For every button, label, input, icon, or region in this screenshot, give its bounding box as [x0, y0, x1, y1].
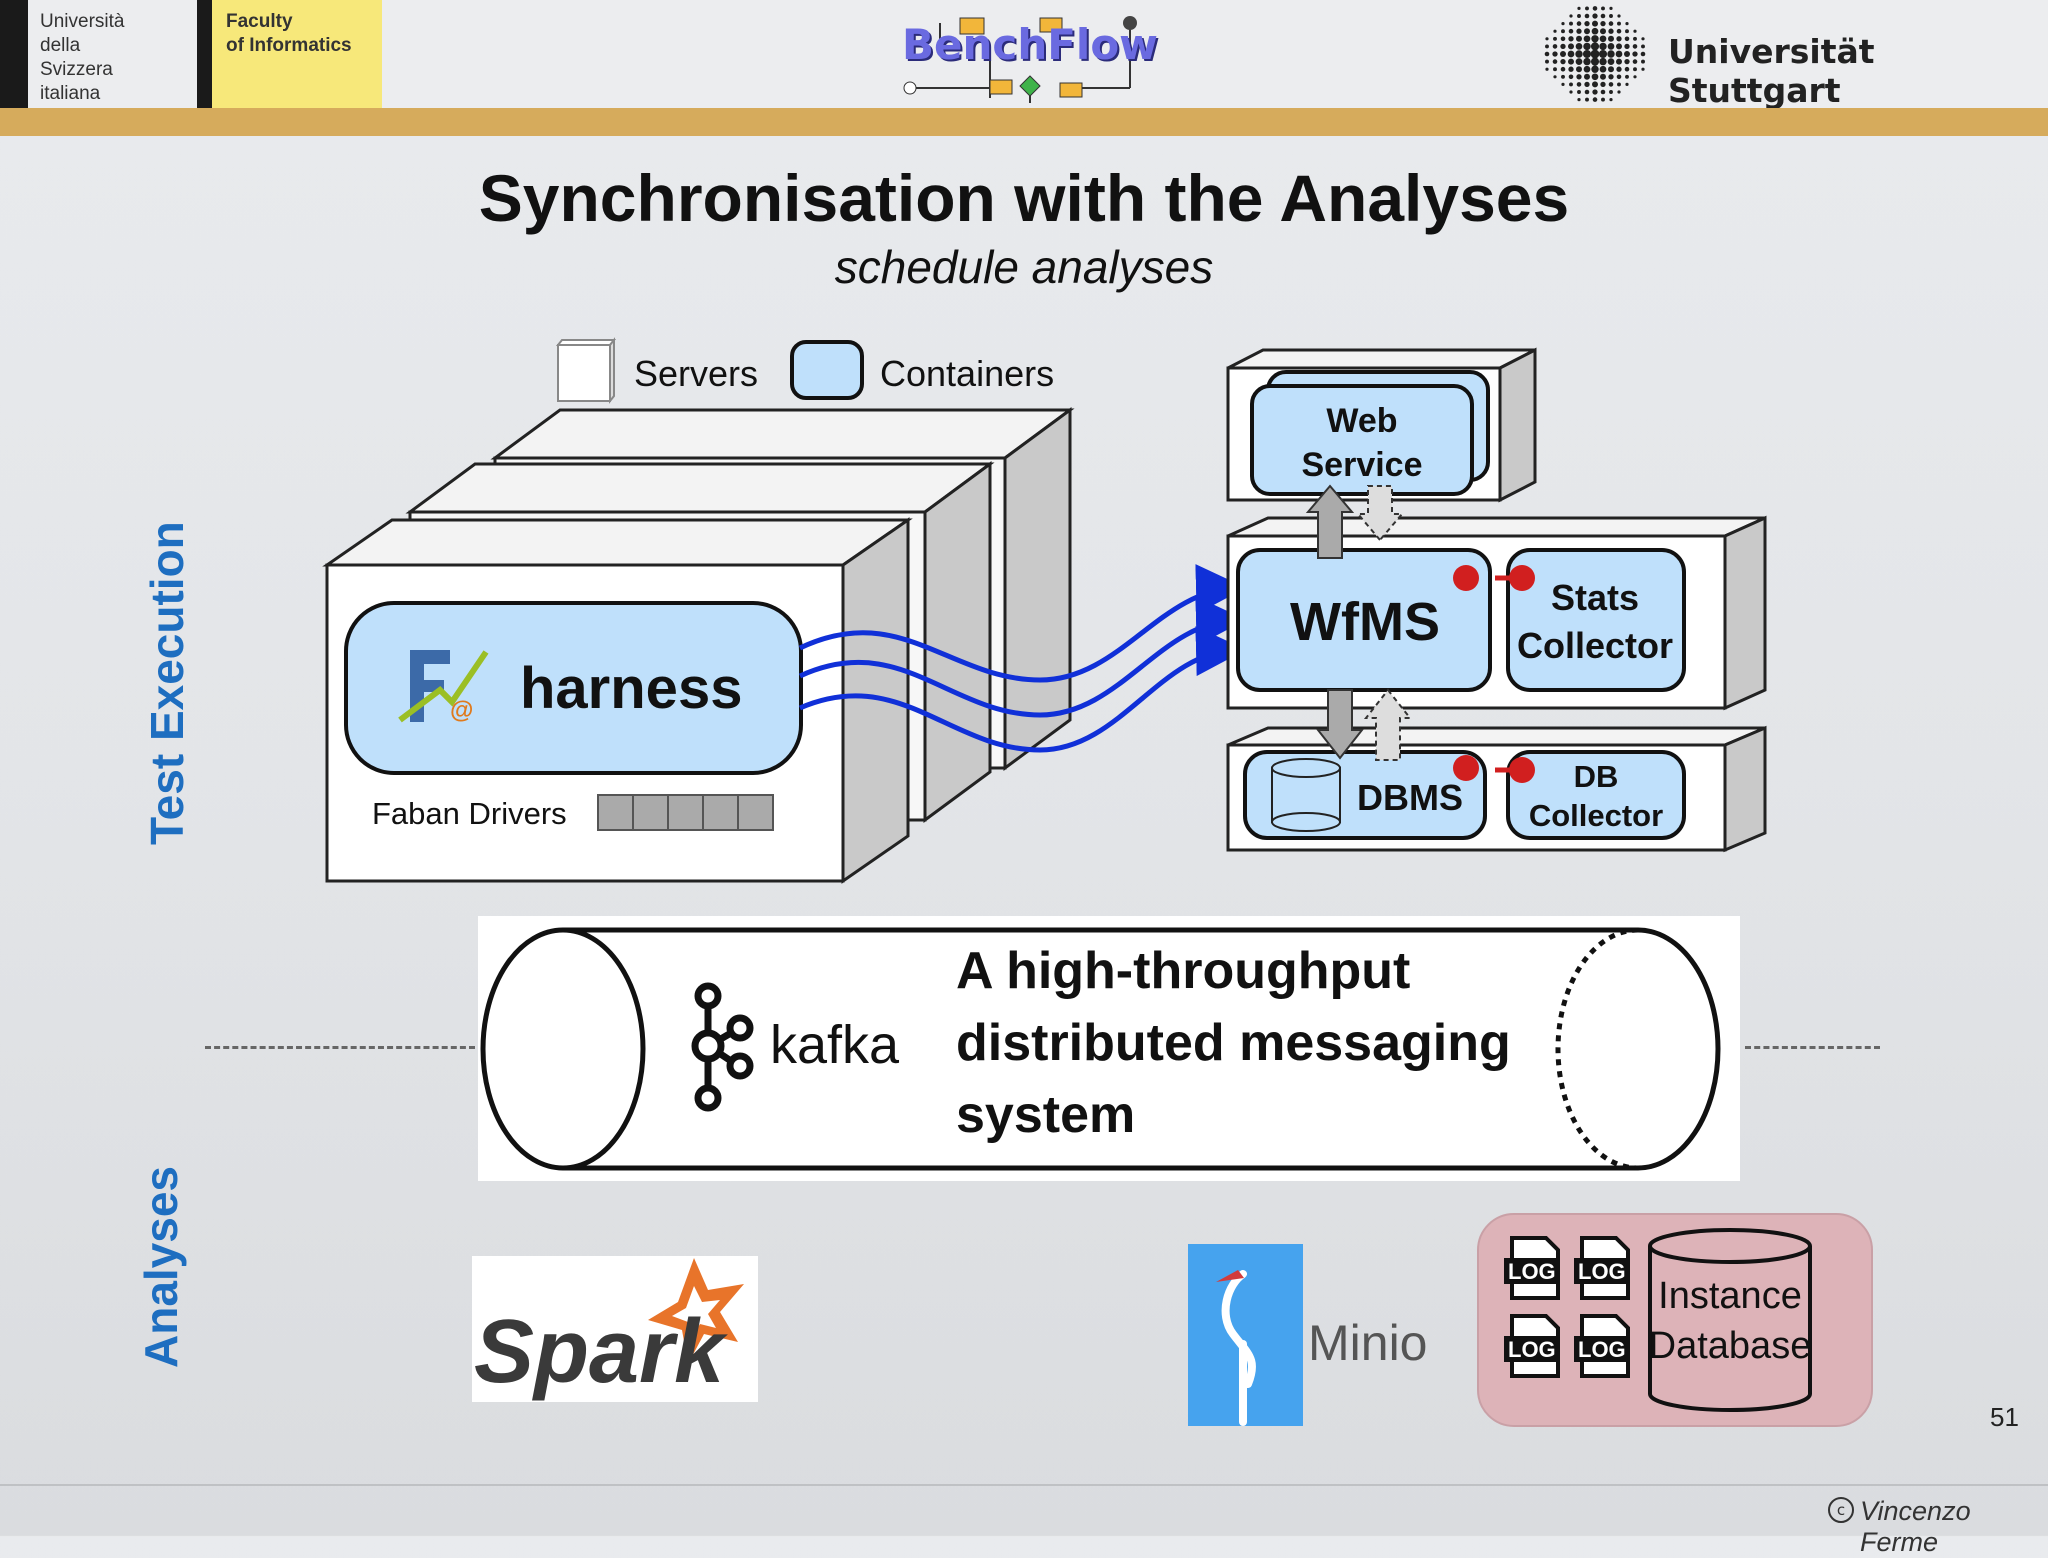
slide-title: Synchronisation with the Analyses: [478, 161, 1570, 235]
db-collector-container: [1506, 750, 1686, 840]
legend-containers-label: Containers: [880, 353, 1054, 394]
kafka-pipe: kafka A high-throughput distributed mess…: [480, 927, 1721, 1171]
legend-servers-label: Servers: [634, 353, 758, 394]
stats-collector-dot: [1509, 565, 1535, 591]
faban-drivers-label: Faban Drivers: [372, 796, 567, 831]
dbms-probe-dot: [1453, 755, 1479, 781]
stuttgart-logo-icon: [1544, 6, 1646, 102]
architecture-diagram: Servers Containers @ harness Faban Drive…: [322, 337, 1767, 884]
university-name: Universität Stuttgart: [1668, 32, 1875, 110]
separator-left: [205, 1046, 475, 1049]
wfms-probe-dot: [1453, 565, 1479, 591]
drivers-slots: [597, 794, 774, 831]
wfms-webservice-arrows: [1305, 484, 1405, 559]
harness-container: [344, 601, 803, 775]
minio-logo-text: Minio: [1308, 1315, 1427, 1371]
faban-logo-icon: @: [398, 650, 489, 724]
faculty-logo-bar: [197, 0, 212, 108]
database-cylinder-icon: [1648, 1228, 1812, 1412]
spark-logo: Spark: [472, 1256, 758, 1402]
dbms-label: DBMS: [1357, 777, 1463, 818]
analyses-label: Analyses: [135, 1165, 187, 1368]
usi-logo-text: Università della Svizzera italiana: [40, 11, 125, 104]
svg-text:LOG: LOG: [1508, 1337, 1556, 1362]
stats-collector-label-1: Stats: [1551, 577, 1639, 618]
harness-label: harness: [520, 656, 742, 721]
kafka-panel: [478, 916, 1740, 1181]
db-collector-label-1: DB: [1574, 759, 1619, 794]
kafka-logo-text: kafka: [770, 1015, 900, 1075]
page-number: 51: [1990, 1402, 2019, 1432]
stats-collector-label-2: Collector: [1517, 625, 1673, 666]
kafka-desc-line-3: system: [956, 1086, 1135, 1144]
db-collector-dot: [1509, 757, 1535, 783]
kafka-desc-line-2: distributed messaging: [956, 1014, 1511, 1072]
instance-db-label-1: Instance: [1658, 1275, 1802, 1317]
svg-text:LOG: LOG: [1578, 1259, 1626, 1284]
web-service-label-2: Service: [1302, 446, 1423, 484]
copyright-icon: c: [1828, 1497, 1854, 1523]
db-collector-label-2: Collector: [1529, 798, 1663, 833]
database-cylinder-icon: [1271, 758, 1341, 832]
wfms-label: WfMS: [1290, 592, 1440, 652]
crane-icon: [1221, 1270, 1256, 1426]
separator-right: [1745, 1046, 1880, 1049]
spark-logo-text: Spark: [474, 1302, 728, 1402]
faculty-logo-panel: [212, 0, 382, 108]
minio-logo: Minio: [1188, 1244, 1427, 1426]
svg-text:@: @: [450, 697, 473, 724]
kafka-logo-icon: [691, 982, 754, 1112]
wfms-container: [1236, 548, 1492, 692]
log-file-icon: LOG LOG LOG LOG: [1504, 1236, 1630, 1378]
author-name: Vincenzo Ferme: [1860, 1496, 1971, 1557]
load-arrows: [798, 564, 1246, 753]
instance-db-panel: LOG LOG LOG LOG Instance Database: [1477, 1213, 1873, 1427]
web-service-container: [1250, 384, 1474, 496]
kafka-desc-line-1: A high-throughput: [956, 942, 1410, 1000]
usi-logo-bar: [0, 0, 28, 108]
wfms-dbms-arrows: [1315, 688, 1413, 761]
svg-text:LOG: LOG: [1508, 1259, 1556, 1284]
footer-divider: [0, 1484, 2048, 1486]
web-service-label-1: Web: [1326, 402, 1397, 440]
faculty-logo-text: Faculty of Informatics: [226, 11, 352, 56]
legend-container-icon: [790, 340, 864, 400]
stats-collector-container: [1506, 548, 1686, 692]
benchflow-logo-icon: [903, 16, 1137, 103]
instance-db-label-2: Database: [1649, 1325, 1812, 1367]
benchflow-logo-text: BenchFlow: [902, 20, 1158, 69]
header-accent-bar: [0, 108, 2048, 136]
svg-text:LOG: LOG: [1578, 1337, 1626, 1362]
slide-subtitle: schedule analyses: [834, 241, 1214, 293]
legend-server-icon: [555, 337, 617, 404]
